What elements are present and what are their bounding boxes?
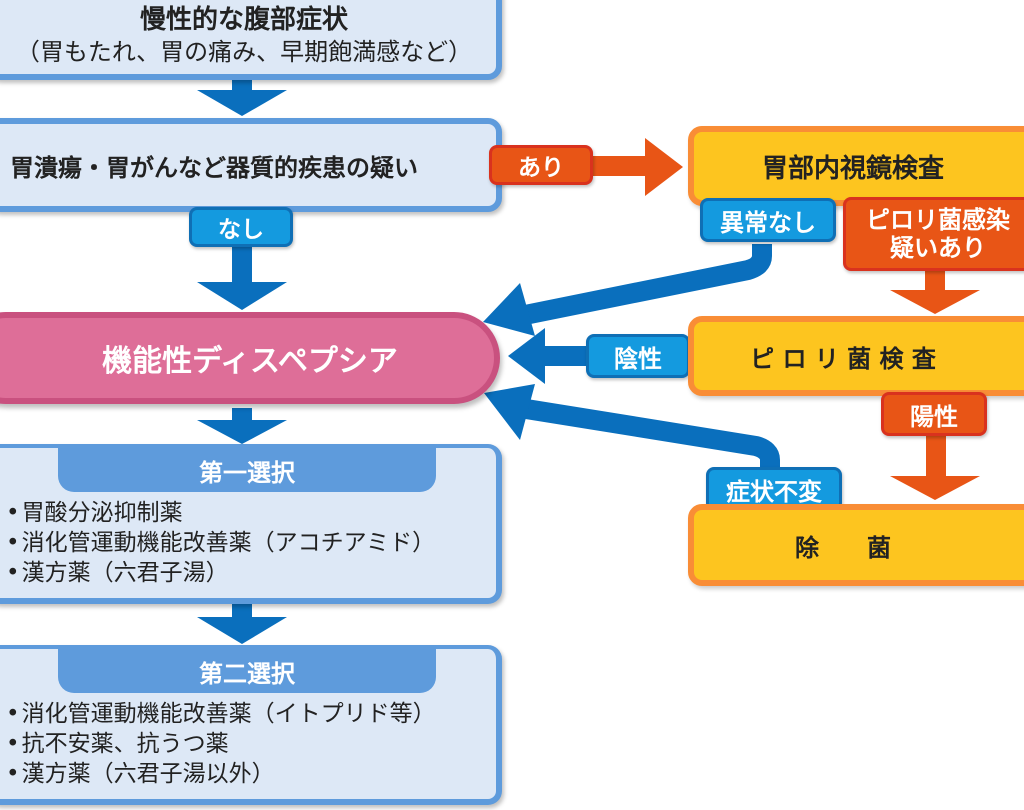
second-choice-header: 第二選択 xyxy=(58,649,436,693)
label-pylori-suspected-line1: ピロリ菌感染 xyxy=(866,206,1010,234)
first-choice-header-text: 第一選択 xyxy=(199,458,295,487)
label-positive-text: 陽性 xyxy=(910,402,958,431)
node-eradication: 除 菌 xyxy=(688,504,1024,586)
second-choice-list: 消化管運動機能改善薬（イトプリド等） 抗不安薬、抗うつ薬 漢方薬（六君子湯以外） xyxy=(6,699,436,789)
symptoms-title: 慢性的な腹部症状 xyxy=(139,5,348,35)
label-yes-text: あり xyxy=(518,155,564,181)
first-choice-header: 第一選択 xyxy=(58,448,436,492)
arrow-unchanged-to-fd xyxy=(484,384,780,470)
label-symptoms-unchanged: 症状不変 xyxy=(706,467,842,511)
first-choice-item: 消化管運動機能改善薬（アコチアミド） xyxy=(6,528,436,558)
label-pylori-suspected-line2: 疑いあり xyxy=(890,234,986,262)
eradication-label: 除 菌 xyxy=(795,533,891,562)
label-yes: あり xyxy=(489,145,593,185)
node-organic-suspicion: 胃潰瘍・胃がんなど器質的疾患の疑い xyxy=(0,118,502,212)
arrow-suspicion-to-fd xyxy=(197,245,287,310)
node-pylori-test: ピ ロ リ 菌 検 査 xyxy=(688,316,1024,396)
node-endoscopy: 胃部内視鏡検査 xyxy=(688,126,1024,206)
functional-dyspepsia-label: 機能性ディスペプシア xyxy=(102,344,398,379)
label-pylori-suspected: ピロリ菌感染 疑いあり xyxy=(843,197,1024,271)
symptoms-subtitle: （胃もたれ、胃の痛み、早期飽満感など） xyxy=(15,38,473,66)
arrow-symptoms-to-suspicion xyxy=(197,78,287,116)
label-no: なし xyxy=(189,207,293,247)
label-negative-text: 陰性 xyxy=(614,344,662,373)
first-choice-item: 漢方薬（六君子湯） xyxy=(6,558,435,588)
node-functional-dyspepsia: 機能性ディスペプシア xyxy=(0,312,500,404)
second-choice-item: 抗不安薬、抗うつ薬 xyxy=(6,729,436,759)
arrow-suspected-to-pylori-test xyxy=(890,268,980,314)
pylori-test-label: ピ ロ リ 菌 検 査 xyxy=(750,344,936,373)
node-second-choice: 第二選択 消化管運動機能改善薬（イトプリド等） 抗不安薬、抗うつ薬 漢方薬（六君… xyxy=(0,645,502,805)
arrow-fd-to-first-choice xyxy=(197,408,287,444)
label-no-abnormality-text: 異常なし xyxy=(720,208,816,237)
arrow-positive-to-eradication xyxy=(890,430,980,500)
second-choice-header-text: 第二選択 xyxy=(199,659,295,688)
node-symptoms: 慢性的な腹部症状 （胃もたれ、胃の痛み、早期飽満感など） xyxy=(0,0,502,80)
second-choice-item: 漢方薬（六君子湯以外） xyxy=(6,759,436,789)
node-first-choice: 第一選択 胃酸分泌抑制薬 消化管運動機能改善薬（アコチアミド） 漢方薬（六君子湯… xyxy=(0,444,502,604)
label-symptoms-unchanged-text: 症状不変 xyxy=(726,477,822,506)
endoscopy-label: 胃部内視鏡検査 xyxy=(761,153,944,184)
label-positive: 陽性 xyxy=(881,392,987,436)
arrow-negative-to-fd xyxy=(508,328,592,384)
arrow-suspicion-to-endoscopy xyxy=(592,138,683,196)
first-choice-list: 胃酸分泌抑制薬 消化管運動機能改善薬（アコチアミド） 漢方薬（六君子湯） xyxy=(6,498,436,588)
organic-suspicion-label: 胃潰瘍・胃がんなど器質的疾患の疑い xyxy=(10,153,418,182)
first-choice-item: 胃酸分泌抑制薬 xyxy=(6,498,435,528)
second-choice-item: 消化管運動機能改善薬（イトプリド等） xyxy=(6,699,436,729)
arrow-first-to-second-choice xyxy=(197,604,287,644)
label-no-abnormality: 異常なし xyxy=(700,198,836,242)
arrow-no-abnormality-to-fd xyxy=(483,244,772,336)
label-negative: 陰性 xyxy=(586,334,690,378)
label-no-text: なし xyxy=(218,217,264,243)
